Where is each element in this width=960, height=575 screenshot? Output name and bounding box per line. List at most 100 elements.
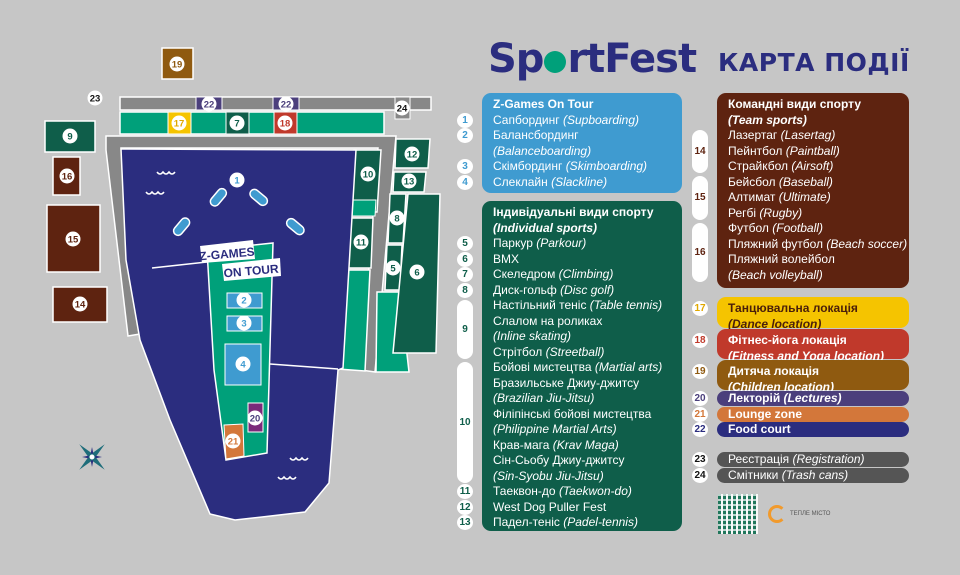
marker-number: 14	[75, 300, 86, 311]
map-marker-1[interactable]: 1	[229, 172, 245, 188]
legend-number-badge: 12	[457, 499, 473, 515]
item-name-en: (Lectures)	[783, 391, 842, 405]
map-marker-10[interactable]: 10	[360, 166, 376, 182]
legend-item: Смітники (Trash cans)	[728, 468, 909, 484]
item-name-ua: Футбол	[728, 221, 773, 235]
item-name-en: (Dance location)	[728, 316, 822, 331]
legend-item: (Inline skating)	[493, 329, 682, 345]
map-marker-18[interactable]: 18	[277, 115, 293, 131]
legend-item: Настільний теніс (Table tennis)	[493, 298, 682, 314]
section-heading: Командні види спорту	[728, 97, 862, 111]
marker-number: 11	[356, 238, 367, 249]
item-name-ua: Лекторій	[728, 391, 784, 405]
legend-item: Лазертаг (Lasertag)	[728, 128, 909, 144]
item-name-en: (Slackline)	[551, 174, 608, 189]
item-name-ua: Lounge zone	[728, 407, 802, 421]
marker-number: 22	[204, 100, 215, 111]
banner-text-2: ON TOUR	[223, 262, 279, 281]
map-marker-13[interactable]: 13	[401, 173, 417, 189]
item-name-en: (Climbing)	[558, 267, 614, 281]
item-name-en: (Trash cans)	[781, 468, 849, 482]
legend-item: Реєстрація (Registration)	[728, 452, 909, 468]
legend-item: (Children location)	[728, 380, 909, 396]
legend-number-badge: 19	[692, 364, 708, 380]
item-name-en: (Ultimate)	[778, 190, 831, 204]
item-name-ua: Скімбординг	[493, 159, 566, 173]
item-name-en: (Parkour)	[536, 236, 587, 250]
map-marker-15[interactable]: 15	[65, 231, 81, 247]
map-marker-7[interactable]: 7	[229, 115, 245, 131]
legend-item: Бойові мистецтва (Martial arts)	[493, 360, 682, 376]
map-marker-22[interactable]: 22	[278, 96, 294, 112]
map-marker-12[interactable]: 12	[404, 146, 420, 162]
item-name-ua: Фітнес-йога локація	[728, 333, 847, 347]
map-marker-5[interactable]: 5	[385, 260, 401, 276]
partner-logo-icon	[768, 505, 786, 523]
map-marker-11[interactable]: 11	[353, 234, 369, 250]
map-marker-8[interactable]: 8	[389, 210, 405, 226]
legend-number-badge: 10	[457, 361, 473, 483]
legend-number-badge: 22	[692, 422, 708, 438]
banner-text-1: Z-GAMES	[199, 245, 255, 264]
map-marker-22[interactable]: 22	[201, 96, 217, 112]
legend-number-badge: 17	[692, 301, 708, 317]
item-name-en: (Children location)	[728, 379, 834, 394]
legend-item: Лекторій (Lectures)	[728, 391, 909, 407]
map-marker-4[interactable]: 4	[235, 356, 251, 372]
marker-number: 7	[234, 119, 239, 130]
legend-number-badge: 3	[457, 159, 473, 175]
map-marker-2[interactable]: 2	[236, 292, 252, 308]
item-name-ua: Паркур	[493, 236, 537, 250]
marker-number: 9	[67, 132, 72, 143]
legend-number-badge: 6	[457, 251, 473, 267]
item-name-en: (Football)	[772, 221, 823, 235]
section-heading: (Team sports)	[728, 112, 807, 127]
item-name-ua: West Dog Puller Fest	[493, 499, 607, 514]
item-name-ua: Food court	[728, 422, 791, 436]
legend-item: Крав-мага (Krav Maga)	[493, 438, 682, 454]
item-name-ua: Стрітбол	[493, 344, 546, 359]
item-name-en: (Paintball)	[785, 143, 840, 158]
legend-item: Дитяча локація	[728, 364, 909, 380]
legend-item: (Philippine Martial Arts)	[493, 422, 682, 438]
legend-children: 19 Дитяча локація(Children location)	[692, 360, 909, 394]
item-name-ua: Пейнтбол	[728, 143, 786, 158]
map-marker-6[interactable]: 6	[409, 264, 425, 280]
item-name-en: (Lasertag)	[780, 128, 836, 142]
zone-19-children[interactable]	[161, 47, 194, 80]
item-name-en: (Fitness and Yoga location)	[728, 348, 885, 363]
legend-item: Слалом на роликах	[493, 314, 682, 330]
marker-number: 17	[174, 119, 185, 130]
legend-number-badge: 23	[692, 452, 708, 468]
map-marker-17[interactable]: 17	[171, 115, 187, 131]
z-games-banner: Z-GAMES ON TOUR	[199, 240, 281, 281]
map-marker-16[interactable]: 16	[59, 168, 75, 184]
qr-code[interactable]	[718, 494, 758, 534]
map-marker-9[interactable]: 9	[62, 128, 78, 144]
map-marker-24[interactable]: 24	[394, 100, 410, 116]
legend-number-badge: 5	[457, 236, 473, 252]
marker-number: 5	[390, 264, 396, 275]
item-name-ua: Регбі	[728, 205, 760, 220]
map-marker-3[interactable]: 3	[236, 315, 252, 331]
legend-item: Регбі (Rugby)	[728, 206, 909, 222]
legend-item: (Sin-Syobu Jiu-Jitsu)	[493, 469, 682, 485]
map-marker-21[interactable]: 21	[225, 433, 241, 449]
map-marker-23[interactable]: 23	[87, 90, 103, 106]
map-marker-19[interactable]: 19	[169, 56, 185, 72]
map-marker-20[interactable]: 20	[247, 410, 263, 426]
map-marker-14[interactable]: 14	[72, 296, 88, 312]
legend-item: Падел-теніс (Padel-tennis)	[493, 515, 682, 531]
item-name-ua: Дитяча локація	[728, 364, 819, 378]
item-name-en: (Baseball)	[778, 174, 833, 189]
legend-item: BMX	[493, 252, 682, 268]
legend-item: Скеледром (Climbing)	[493, 267, 682, 283]
item-name-en: (Streetball)	[545, 344, 605, 359]
legend-item: Футбол (Football)	[728, 221, 909, 237]
item-name-ua: Страйкбол	[728, 159, 792, 173]
item-name-ua: Падел-теніс	[493, 515, 564, 529]
